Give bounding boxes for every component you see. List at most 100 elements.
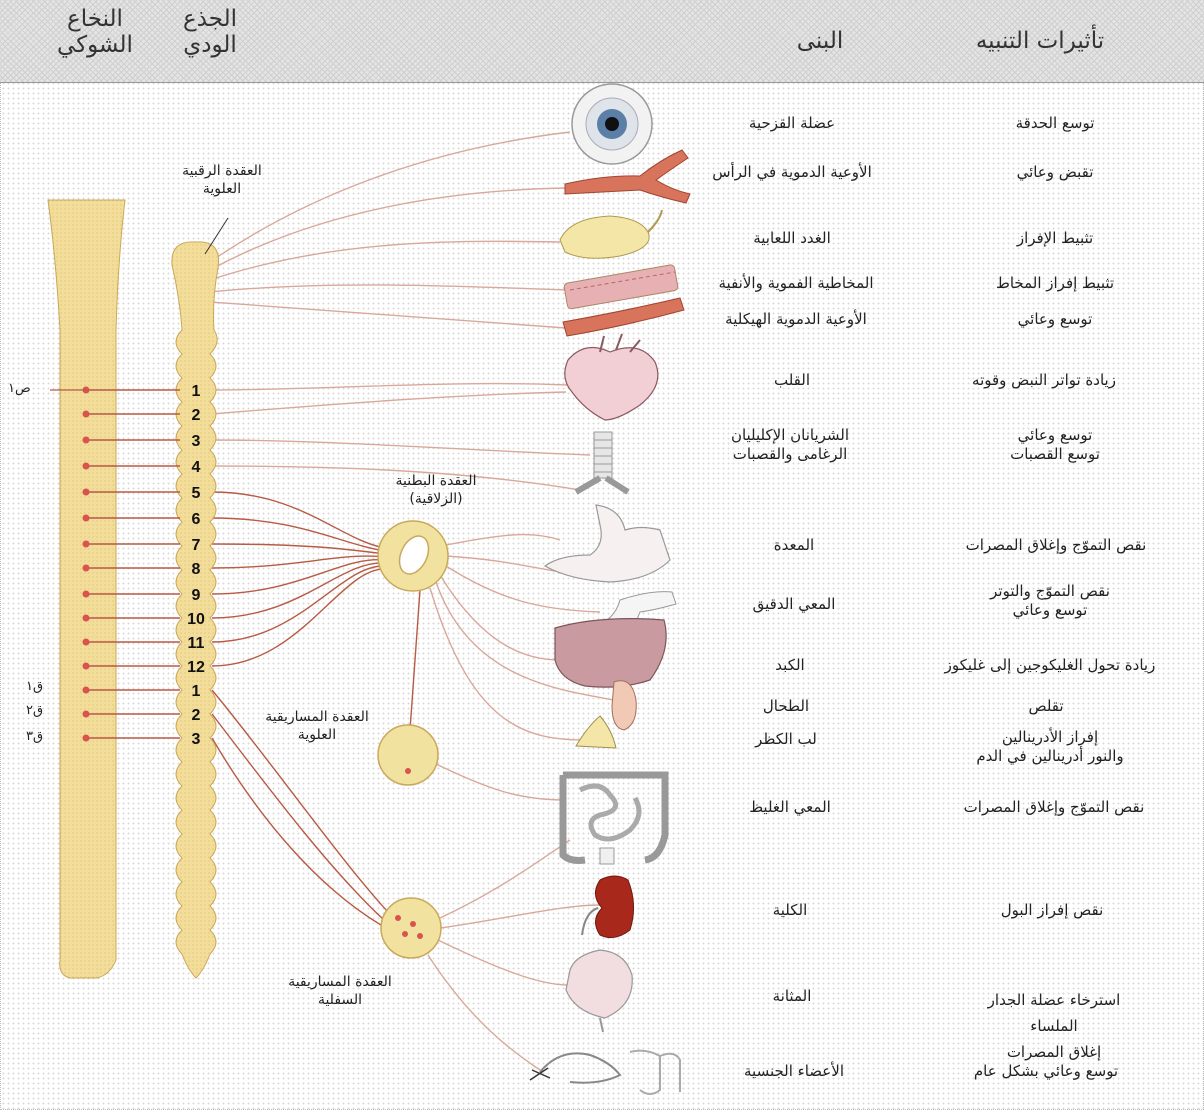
organ-label: الغدد اللعابية	[753, 229, 831, 248]
spleen-icon	[612, 681, 636, 730]
preganglionic-neuron-dot	[83, 411, 90, 418]
preganglionic-neuron-dot	[83, 437, 90, 444]
preganglionic-neuron-dot	[83, 515, 90, 522]
nerve-fibre	[212, 714, 384, 920]
organ-label: الأوعية الدموية في الرأس	[712, 163, 872, 182]
effect-label: تثبيط إفراز المخاط	[996, 274, 1114, 293]
effect-label: تقبض وعائي	[1017, 163, 1094, 182]
effect-label: زيادة تحول الغليكوجين إلى غليكوز	[945, 656, 1156, 675]
nerve-fibre	[440, 575, 560, 660]
segment-number: 3	[192, 731, 201, 748]
segment-number: 7	[192, 537, 201, 554]
organ-label: المخاطية الفموية والأنفية	[719, 274, 874, 293]
segment-number: 5	[192, 485, 201, 502]
effect-label: توسع وعائي توسع القصبات	[1010, 426, 1100, 464]
nerve-fibre	[428, 955, 540, 1070]
effect-label: نقص التموّج وإغلاق المصرات	[964, 798, 1145, 817]
nerve-fibre	[212, 384, 568, 390]
effect-label: توسع الحدقة	[1016, 114, 1095, 133]
preganglionic-neuron-dot	[83, 711, 90, 718]
inferior-mesenteric-ganglion	[381, 898, 441, 958]
effect-label: تقلص	[1028, 697, 1063, 716]
effect-label: نقص التموّج وإغلاق المصرات	[966, 536, 1147, 555]
organ-label: المعي الغليظ	[749, 798, 831, 817]
stomach-icon	[545, 505, 670, 582]
organ-label: المعدة	[774, 536, 814, 555]
effect-label: إفراز الأدرينالين والنور أدرينالين في ال…	[976, 728, 1123, 766]
nerve-fibre	[440, 840, 570, 918]
liver-icon	[555, 619, 666, 688]
organ-label: الكلية	[773, 901, 808, 920]
organ-label: الكبد	[775, 656, 804, 675]
organ-label: الطحال	[763, 697, 809, 716]
organ-label: الأعضاء الجنسية	[744, 1062, 844, 1081]
nerve-fibre	[438, 940, 568, 985]
segment-number: 10	[187, 611, 205, 628]
segment-label-l3: ق٣	[26, 729, 43, 744]
segment-number: 8	[192, 561, 201, 578]
superior-mesenteric-ganglion	[378, 725, 438, 785]
organ-label: المثانة	[773, 987, 812, 1006]
salivary-gland-icon	[560, 210, 662, 258]
effect-label: توسع وعائي	[1018, 310, 1093, 329]
nerve-fibre	[212, 560, 385, 594]
nerve-fibre	[210, 302, 566, 328]
preganglionic-neuron-dot	[83, 565, 90, 572]
label-superior-mesenteric-ganglion: العقدة المساريقية العلوية	[257, 708, 377, 744]
label-pointer	[205, 218, 228, 254]
nerve-fibre	[210, 285, 568, 292]
preganglionic-neuron-dot	[83, 489, 90, 496]
nerve-fibre	[446, 535, 560, 545]
adrenal-icon	[576, 716, 616, 748]
preganglionic-neuron-dot	[83, 687, 90, 694]
preganglionic-neuron-dot	[83, 663, 90, 670]
label-inferior-mesenteric-ganglion: العقدة المساريقية السفلية	[280, 973, 400, 1009]
sympathetic-trunk	[172, 242, 219, 978]
preganglionic-neuron-dot	[83, 639, 90, 646]
effect-label: نقص التموّج والتوتر توسع وعائي	[990, 582, 1110, 620]
nerve-fibre	[212, 569, 385, 666]
eye-icon	[572, 84, 652, 164]
nerve-fibre	[436, 764, 565, 800]
effect-label: نقص إفراز البول	[1001, 901, 1104, 920]
segment-label-l1: ق١	[26, 679, 43, 694]
segment-number: 1	[192, 383, 201, 400]
effect-label: تثبيط الإفراز	[1017, 229, 1093, 248]
large-intestine-icon	[563, 775, 665, 864]
preganglionic-neuron-dot	[83, 463, 90, 470]
nerve-fibre	[212, 440, 590, 455]
nerve-fibre	[440, 905, 600, 928]
preganglionic-neuron-dot	[83, 541, 90, 548]
effect-label: استرخاء عضلة الجدار الملساء إغلاق المصرا…	[979, 987, 1129, 1065]
heart-icon	[565, 334, 658, 420]
organ-label: المعي الدقيق	[753, 595, 836, 614]
nerve-fibre	[212, 738, 386, 928]
organ-label: الأوعية الدموية الهيكلية	[725, 310, 867, 329]
segment-label-l2: ق٢	[26, 703, 43, 718]
segment-number: 11	[188, 635, 205, 652]
nerve-fibre	[210, 241, 560, 280]
segment-number: 9	[192, 587, 201, 604]
label-superior-cervical-ganglion: العقدة الرقبية العلوية	[162, 162, 282, 198]
segment-number: 4	[192, 459, 201, 476]
organ-label: عضلة القزحية	[749, 114, 835, 133]
segment-label-t1: ص١	[8, 381, 31, 396]
label-celiac-ganglion: العقدة البطنية (الزلاقية)	[381, 472, 491, 508]
preganglionic-neuron-dot	[83, 591, 90, 598]
segment-number: 1	[192, 683, 201, 700]
preganglionic-neuron-dot	[83, 615, 90, 622]
segment-number: 6	[192, 511, 201, 528]
nerve-fibre	[212, 392, 566, 414]
segment-number: 3	[192, 433, 201, 450]
celiac-ganglion	[378, 521, 448, 591]
organ-label: لب الكظر	[755, 730, 817, 749]
nerve-fibre	[212, 492, 385, 548]
lungs-trachea-icon	[576, 432, 628, 492]
effect-label: توسع وعائي بشكل عام	[974, 1062, 1118, 1081]
organ-label: الشريانان الإكليليان الرغامى والقصبات	[731, 426, 849, 464]
segment-number: 2	[192, 707, 201, 724]
organ-label: القلب	[774, 371, 810, 390]
nerve-fibre	[212, 563, 385, 618]
spinal-cord	[48, 200, 125, 978]
kidney-icon	[582, 876, 634, 938]
